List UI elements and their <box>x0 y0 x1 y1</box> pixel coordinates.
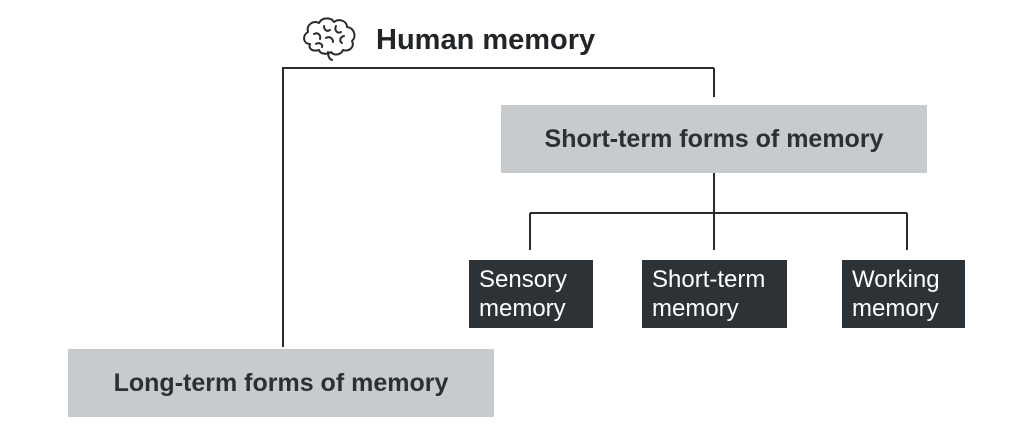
sensory-memory-line2: memory <box>479 295 566 322</box>
sensory-memory-line1: Sensory <box>479 266 568 293</box>
working-memory-box: Working memory <box>842 260 965 328</box>
brain-icon <box>303 17 356 61</box>
short-term-forms-box: Short-term forms of memory <box>501 105 927 173</box>
long-term-forms-label: Long-term forms of memory <box>113 368 449 397</box>
connector-root-long-term <box>282 67 714 347</box>
long-term-forms-box: Long-term forms of memory <box>68 349 494 417</box>
short-term-forms-label: Short-term forms of memory <box>544 124 884 153</box>
diagram-title: Human memory <box>376 24 596 56</box>
short-term-memory-box: Short-term memory <box>642 260 787 328</box>
short-term-memory-line2: memory <box>652 295 739 322</box>
working-memory-line1: Working <box>852 266 940 293</box>
sensory-memory-box: Sensory memory <box>469 260 593 328</box>
short-term-memory-line1: Short-term <box>652 266 766 293</box>
working-memory-line2: memory <box>852 295 939 322</box>
